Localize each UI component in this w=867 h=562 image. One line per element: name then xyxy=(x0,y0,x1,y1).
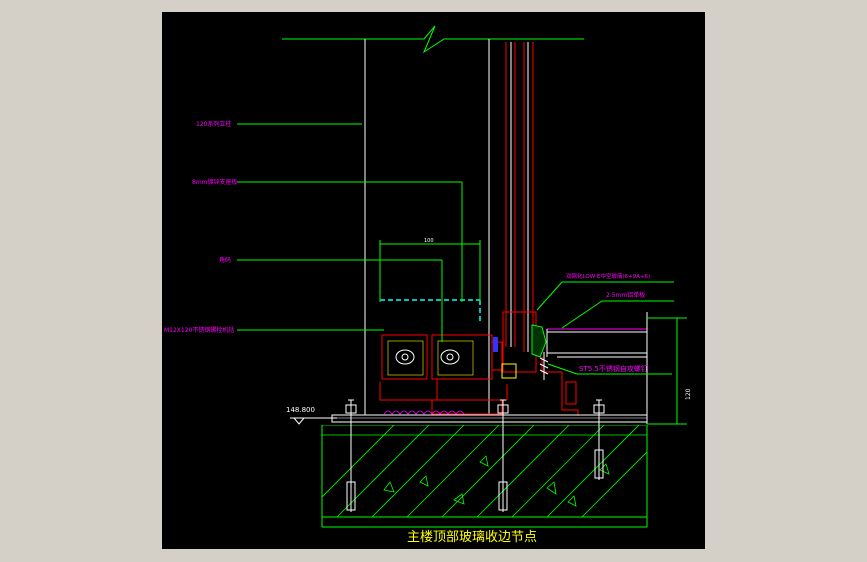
leader-lines xyxy=(237,123,674,375)
dimension-120 xyxy=(647,317,687,425)
cad-viewport[interactable]: 100 xyxy=(162,12,705,549)
dimension-120-text: 120 xyxy=(685,388,692,400)
weld-bead xyxy=(383,410,465,415)
screw-label: ST5.5不锈钢自攻螺钉 xyxy=(579,364,648,373)
pressure-plate xyxy=(493,337,498,352)
dimension-100-text: 100 xyxy=(424,238,434,244)
anchor-bracket-shoe xyxy=(431,399,503,415)
aluminium-plate xyxy=(546,312,648,424)
support-board xyxy=(380,299,481,322)
concrete-aggregate xyxy=(383,455,610,507)
concrete-slab xyxy=(322,425,647,517)
slab-outline xyxy=(321,425,648,527)
slab-top xyxy=(331,414,648,423)
plate-label: 2.5mm铝单板 xyxy=(606,291,645,299)
column-label: 120系列立柱 xyxy=(196,120,231,128)
aluminium-column xyxy=(364,39,490,415)
elevation-marker xyxy=(290,417,337,425)
fixing-board-label: 8mm镀锌支座板 xyxy=(192,178,238,186)
steel-bracket xyxy=(379,334,508,401)
gasket-block xyxy=(501,363,517,379)
self-tapping-screw xyxy=(539,352,549,380)
lower-flashing xyxy=(541,357,579,416)
section-drawing: 100 xyxy=(164,25,692,545)
dimension-100 xyxy=(379,240,481,302)
elevation-text: 148.800 xyxy=(286,406,315,414)
top-break-line xyxy=(282,25,584,54)
anchor-bolts xyxy=(345,399,605,512)
silicone-sealant xyxy=(531,324,547,358)
bolt-heads xyxy=(395,349,460,365)
glass-panel xyxy=(502,42,537,373)
bolts-label: M12X120不锈钢螺栓机括 xyxy=(164,326,234,334)
steel-angle-label: 角码 xyxy=(219,256,231,264)
glass-label: 双钢化LOW-E中空玻璃(6+9A+6) xyxy=(566,272,650,280)
drawing-title: 主楼顶部玻璃收边节点 xyxy=(407,530,537,545)
